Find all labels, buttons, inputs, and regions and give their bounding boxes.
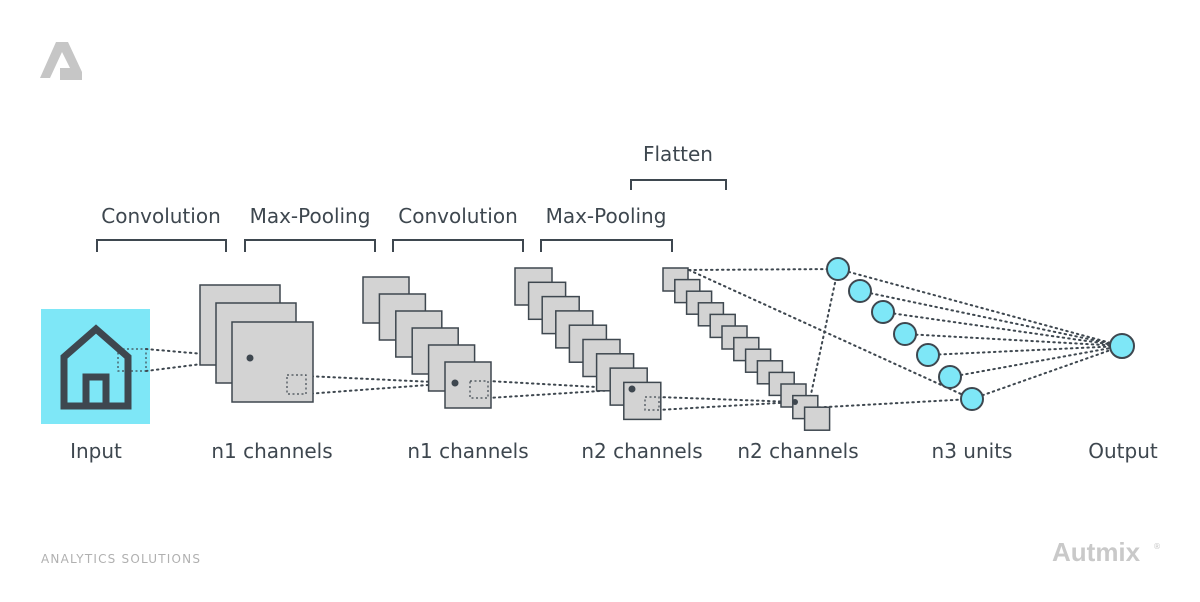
- brand-name: Autmix: [1052, 537, 1141, 567]
- pool1-markers: [451, 379, 489, 399]
- conv-window: [469, 380, 489, 399]
- label-layer3: n2 channels: [581, 439, 702, 463]
- activation-point: [451, 379, 459, 387]
- label-layer2: n1 channels: [407, 439, 528, 463]
- connection-lines: [145, 268, 1123, 411]
- feature-map-stack-conv1: [199, 284, 314, 403]
- stage-label-conv2: Convolution: [398, 204, 518, 228]
- activation-point: [246, 354, 254, 362]
- conv2-markers: [628, 385, 660, 411]
- feature-map-stack-pool2: [662, 267, 831, 431]
- feature-map: [231, 321, 314, 403]
- analytics-logo-icon: [40, 42, 82, 80]
- bracket-flatten: [630, 179, 727, 190]
- input-receptive-field: [117, 348, 147, 372]
- unit-node: [826, 257, 850, 281]
- unit-node: [871, 300, 895, 324]
- activation-point: [628, 385, 636, 393]
- bracket-pool2: [540, 239, 673, 252]
- unit-node: [938, 365, 962, 389]
- pooling-window: [286, 374, 307, 395]
- bracket-pool1: [244, 239, 376, 252]
- stage-label-pool2: Max-Pooling: [546, 204, 667, 228]
- activation-point: [792, 399, 798, 405]
- dense-units: [826, 257, 984, 411]
- bracket-conv2: [392, 239, 524, 252]
- house-icon: [60, 324, 132, 410]
- label-layer4: n2 channels: [737, 439, 858, 463]
- feature-map: [444, 361, 492, 409]
- output-node: [1109, 333, 1135, 359]
- label-input: Input: [70, 439, 122, 463]
- label-units: n3 units: [932, 439, 1013, 463]
- brand-registered-mark: ®: [1153, 542, 1161, 551]
- feature-map: [803, 406, 831, 431]
- unit-node: [960, 387, 984, 411]
- feature-map-stack-conv2: [514, 267, 662, 421]
- stage-label-conv1: Convolution: [101, 204, 221, 228]
- label-layer1: n1 channels: [211, 439, 332, 463]
- footer-tagline: ANALYTICS SOLUTIONS: [41, 552, 201, 566]
- label-output: Output: [1088, 439, 1158, 463]
- input-image: [41, 309, 150, 424]
- unit-node: [916, 343, 940, 367]
- unit-node: [848, 279, 872, 303]
- stage-label-pool1: Max-Pooling: [250, 204, 371, 228]
- feature-map-stack-pool1: [362, 276, 492, 409]
- bracket-conv1: [96, 239, 227, 252]
- unit-node: [893, 322, 917, 346]
- stage-label-flatten: Flatten: [643, 142, 713, 166]
